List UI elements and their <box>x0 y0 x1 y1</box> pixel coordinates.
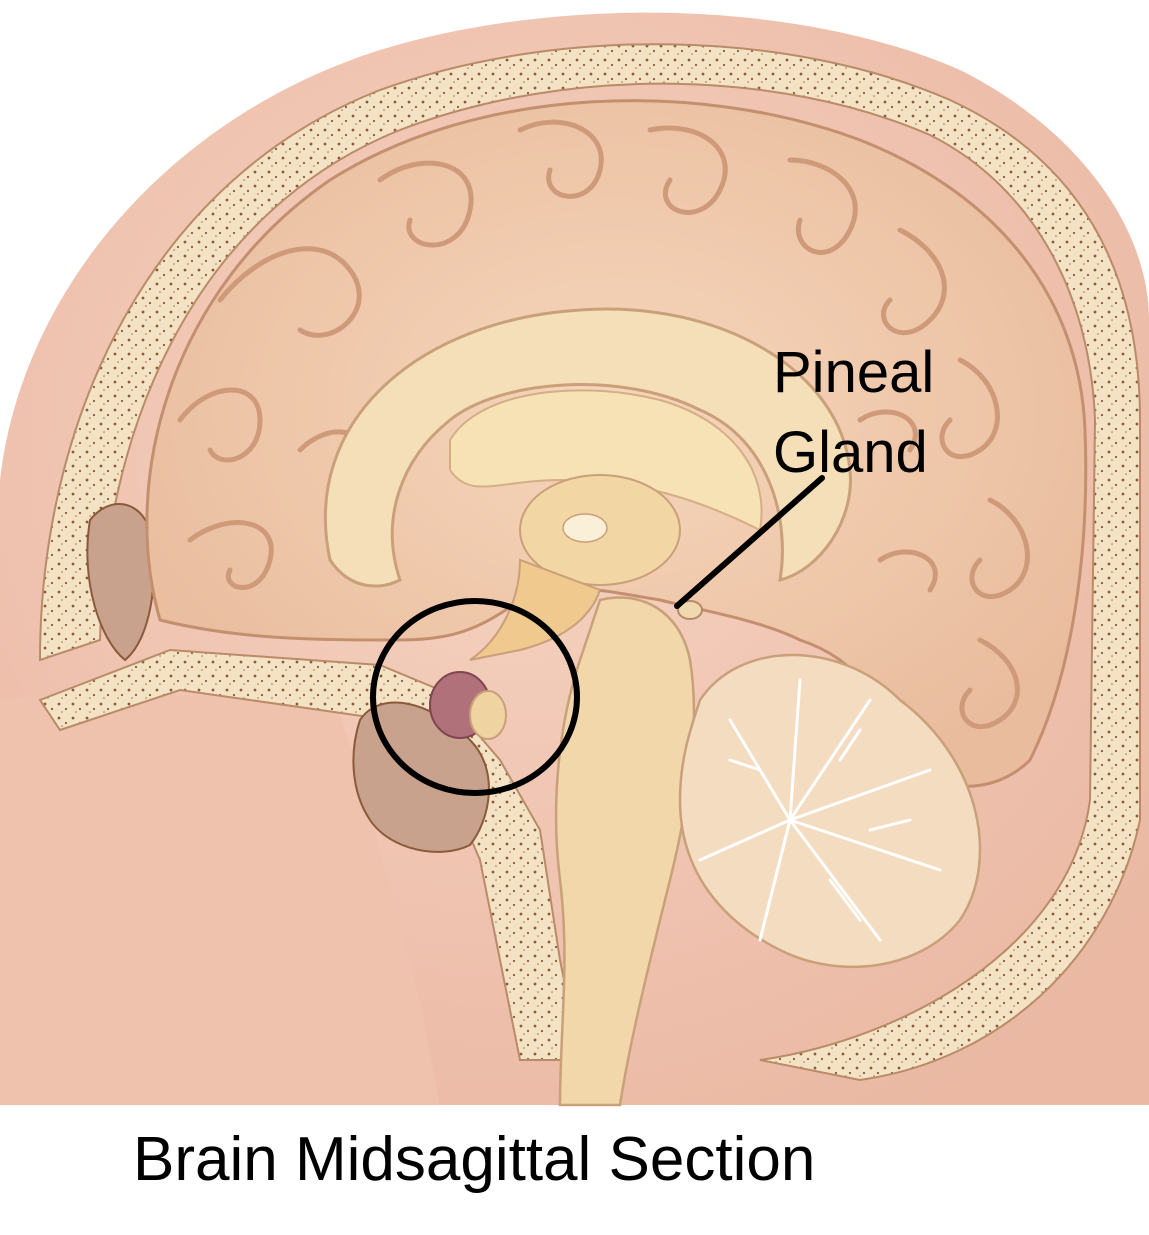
cerebellum <box>678 653 982 969</box>
interthalamic-adhesion <box>562 513 608 543</box>
hypothalamus <box>469 558 602 661</box>
pineal-pointer-line <box>674 475 825 609</box>
highlight-circle <box>370 598 580 796</box>
corpus-callosum <box>323 307 852 588</box>
pineal-label-line1: Pineal <box>773 340 934 405</box>
pineal-label-line2: Gland <box>773 420 928 485</box>
frontal-sinus <box>86 503 155 662</box>
diagram-caption: Brain Midsagittal Section <box>133 1125 815 1194</box>
lateral-ventricle <box>449 389 763 532</box>
pineal-gland <box>677 600 703 620</box>
pituitary-posterior-lobe <box>469 690 507 740</box>
brainstem <box>554 596 696 1107</box>
skull-bone <box>38 43 1141 1082</box>
cerebral-gyri <box>177 119 1030 729</box>
face-profile <box>0 690 440 1105</box>
